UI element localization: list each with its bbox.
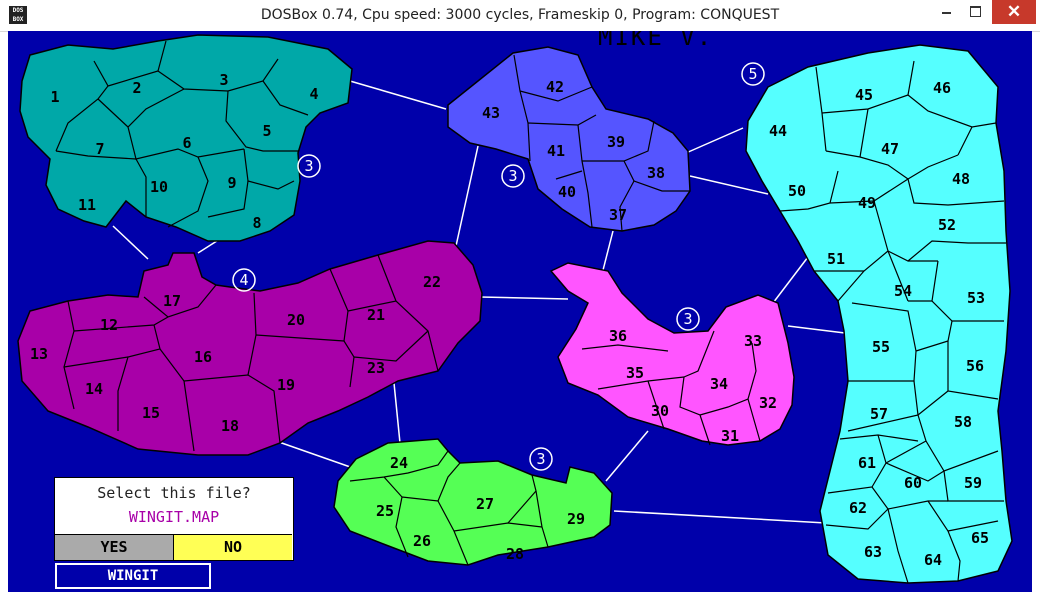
territory-36[interactable]: 36 xyxy=(609,327,627,345)
dialog-prompt: Select this file? xyxy=(97,484,251,502)
territory-19[interactable]: 19 xyxy=(277,376,295,394)
territory-4[interactable]: 4 xyxy=(309,85,318,103)
territory-11[interactable]: 11 xyxy=(78,196,96,214)
territory-51[interactable]: 51 xyxy=(827,250,845,268)
territory-47[interactable]: 47 xyxy=(881,140,899,158)
territory-31[interactable]: 31 xyxy=(721,427,739,445)
maximize-icon xyxy=(970,6,981,17)
player-name: MIKE V. xyxy=(598,31,714,51)
territory-29[interactable]: 29 xyxy=(567,510,585,528)
minimize-button[interactable] xyxy=(932,0,962,24)
territory-8[interactable]: 8 xyxy=(252,214,261,232)
territory-34[interactable]: 34 xyxy=(710,375,728,393)
territory-25[interactable]: 25 xyxy=(376,502,394,520)
territory-15[interactable]: 15 xyxy=(142,404,160,422)
territory-32[interactable]: 32 xyxy=(759,394,777,412)
dialog-filename: WINGIT.MAP xyxy=(128,508,220,526)
territory-27[interactable]: 27 xyxy=(476,495,494,513)
territory-6[interactable]: 6 xyxy=(182,134,191,152)
territory-7[interactable]: 7 xyxy=(95,140,104,158)
territory-10[interactable]: 10 xyxy=(150,178,168,196)
close-button[interactable]: ✕ xyxy=(992,0,1036,24)
territory-53[interactable]: 53 xyxy=(967,289,985,307)
territory-38[interactable]: 38 xyxy=(647,164,665,182)
territory-23[interactable]: 23 xyxy=(367,359,385,377)
territory-42[interactable]: 42 xyxy=(546,78,564,96)
continent-cyan[interactable] xyxy=(745,44,1013,584)
continent-bonus-2: 3 xyxy=(508,167,517,185)
continent-magenta[interactable] xyxy=(549,262,795,446)
territory-28[interactable]: 28 xyxy=(506,545,524,563)
file-button[interactable]: WINGIT xyxy=(55,563,211,589)
continent-teal[interactable] xyxy=(19,34,353,242)
territory-48[interactable]: 48 xyxy=(952,170,970,188)
territory-17[interactable]: 17 xyxy=(163,292,181,310)
territory-14[interactable]: 14 xyxy=(85,380,103,398)
continent-bonus-1: 3 xyxy=(304,157,313,175)
territory-16[interactable]: 16 xyxy=(194,348,212,366)
territory-59[interactable]: 59 xyxy=(964,474,982,492)
connection-lines xyxy=(112,80,854,524)
dosbox-icon[interactable]: DOS BOX xyxy=(9,6,27,24)
file-select-dialog: Select this file? WINGIT.MAP YES NO xyxy=(54,477,294,561)
territory-30[interactable]: 30 xyxy=(651,402,669,420)
territory-21[interactable]: 21 xyxy=(367,306,385,324)
territory-64[interactable]: 64 xyxy=(924,551,942,569)
continent-green[interactable] xyxy=(333,438,613,566)
territory-43[interactable]: 43 xyxy=(482,104,500,122)
territory-20[interactable]: 20 xyxy=(287,311,305,329)
yes-button[interactable]: YES xyxy=(55,534,174,560)
territory-2[interactable]: 2 xyxy=(132,79,141,97)
territory-54[interactable]: 54 xyxy=(894,282,912,300)
territory-52[interactable]: 52 xyxy=(938,216,956,234)
window-title: DOSBox 0.74, Cpu speed: 3000 cycles, Fra… xyxy=(260,7,780,23)
minimize-icon xyxy=(942,12,951,14)
territory-18[interactable]: 18 xyxy=(221,417,239,435)
territory-24[interactable]: 24 xyxy=(390,454,408,472)
territory-61[interactable]: 61 xyxy=(858,454,876,472)
territory-22[interactable]: 22 xyxy=(423,273,441,291)
continent-bonus-6: 3 xyxy=(536,450,545,468)
territory-45[interactable]: 45 xyxy=(855,86,873,104)
territory-62[interactable]: 62 xyxy=(849,499,867,517)
territory-44[interactable]: 44 xyxy=(769,122,787,140)
continent-bonus-3: 4 xyxy=(239,271,248,289)
territory-13[interactable]: 13 xyxy=(30,345,48,363)
territory-60[interactable]: 60 xyxy=(904,474,922,492)
close-icon: ✕ xyxy=(1006,2,1022,21)
territory-65[interactable]: 65 xyxy=(971,529,989,547)
territory-35[interactable]: 35 xyxy=(626,364,644,382)
continent-bonus-4: 3 xyxy=(683,310,692,328)
continent-blue[interactable] xyxy=(447,46,691,232)
no-button[interactable]: NO xyxy=(174,534,292,560)
territory-33[interactable]: 33 xyxy=(744,332,762,350)
territory-50[interactable]: 50 xyxy=(788,182,806,200)
continent-bonus-circles xyxy=(232,62,765,471)
territory-5[interactable]: 5 xyxy=(262,122,271,140)
territory-12[interactable]: 12 xyxy=(100,316,118,334)
title-bar[interactable]: DOS BOX DOSBox 0.74, Cpu speed: 3000 cyc… xyxy=(0,0,1040,32)
territory-26[interactable]: 26 xyxy=(413,532,431,550)
territory-55[interactable]: 55 xyxy=(872,338,890,356)
continent-purple[interactable] xyxy=(17,240,483,456)
territory-1[interactable]: 1 xyxy=(50,88,59,106)
continent-bonus-5: 5 xyxy=(748,65,757,83)
territory-46[interactable]: 46 xyxy=(933,79,951,97)
territory-57[interactable]: 57 xyxy=(870,405,888,423)
territory-40[interactable]: 40 xyxy=(558,183,576,201)
territory-37[interactable]: 37 xyxy=(609,206,627,224)
territory-3[interactable]: 3 xyxy=(219,71,228,89)
territory-58[interactable]: 58 xyxy=(954,413,972,431)
territory-9[interactable]: 9 xyxy=(227,174,236,192)
territory-49[interactable]: 49 xyxy=(858,194,876,212)
territory-56[interactable]: 56 xyxy=(966,357,984,375)
maximize-button[interactable] xyxy=(962,0,990,24)
territory-63[interactable]: 63 xyxy=(864,543,882,561)
territory-41[interactable]: 41 xyxy=(547,142,565,160)
territory-39[interactable]: 39 xyxy=(607,133,625,151)
